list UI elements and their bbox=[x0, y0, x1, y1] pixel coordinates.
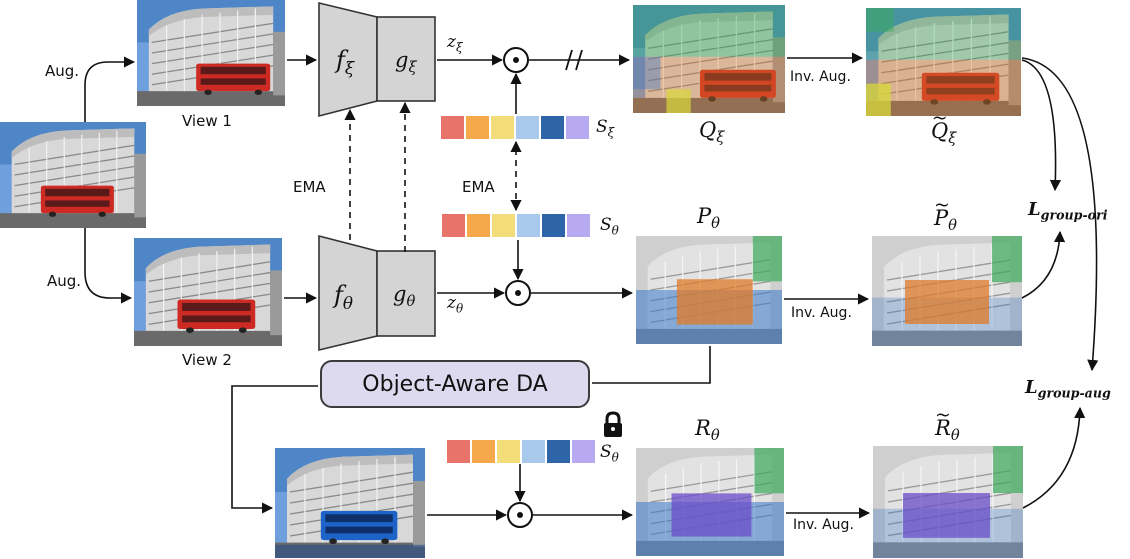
r-theta-tilde-label: Rθ bbox=[935, 404, 960, 444]
prototype-cell bbox=[567, 214, 590, 237]
aug-bottom-label: Aug. bbox=[47, 272, 82, 290]
s-theta-locked-label: Sθ bbox=[600, 442, 619, 465]
prototype-cell bbox=[547, 440, 570, 463]
view2-label: View 2 bbox=[182, 351, 232, 369]
inv-aug-label-3: Inv. Aug. bbox=[793, 517, 854, 533]
inv-aug-label-1: Inv. Aug. bbox=[790, 69, 851, 85]
r-theta-label: Rθ bbox=[695, 416, 720, 445]
p-theta-tilde-label: Pθ bbox=[934, 194, 957, 234]
prototype-cell bbox=[517, 214, 540, 237]
prototype-cell bbox=[522, 440, 545, 463]
p-tilde-to-loss-ori-arrow bbox=[1021, 230, 1066, 299]
original-image bbox=[0, 122, 146, 228]
prototype-cell bbox=[442, 214, 465, 237]
aug-top-arrow bbox=[84, 56, 136, 122]
f-theta-label: fθ bbox=[334, 281, 353, 313]
q-xi-to-loss-aug-arrow bbox=[1021, 57, 1099, 372]
view1-label: View 1 bbox=[182, 112, 232, 130]
prototype-cell bbox=[497, 440, 520, 463]
ema-left-label: EMA bbox=[293, 178, 326, 196]
dot-product-icon bbox=[505, 280, 531, 306]
prototype-cell bbox=[542, 214, 565, 237]
prototype-cell bbox=[467, 214, 490, 237]
inv-aug-label-2: Inv. Aug. bbox=[791, 305, 852, 321]
g-theta-label: gθ bbox=[393, 282, 416, 311]
prototype-cell bbox=[572, 440, 595, 463]
g-xi-projector bbox=[376, 16, 436, 102]
lock-icon bbox=[604, 411, 622, 437]
g-theta-projector bbox=[376, 250, 436, 337]
aug-bottom-arrow bbox=[84, 228, 133, 304]
prototype-cell bbox=[516, 116, 539, 139]
q-xi-tilde-label: Qξ bbox=[931, 107, 956, 147]
q-xi-image bbox=[633, 5, 785, 113]
prototype-bar-s-xi bbox=[441, 116, 589, 139]
p-theta-label: Pθ bbox=[697, 204, 720, 233]
p-theta-image bbox=[636, 236, 782, 344]
prototype-cell bbox=[472, 440, 495, 463]
stop-gradient-icon bbox=[565, 49, 583, 71]
view1-image bbox=[137, 0, 285, 106]
r-theta-tilde-image bbox=[873, 446, 1023, 558]
loss-group-ori-label: Lgroup-ori bbox=[1028, 199, 1108, 223]
prototype-cell bbox=[492, 214, 515, 237]
oada-to-aug-image-arrow bbox=[231, 385, 318, 514]
prototype-cell bbox=[541, 116, 564, 139]
prototype-cell bbox=[566, 116, 589, 139]
dot-product-icon bbox=[503, 47, 529, 73]
z-xi-label: zξ bbox=[447, 32, 463, 55]
prototype-bar-s-theta bbox=[442, 214, 590, 237]
s-theta-label: Sθ bbox=[600, 215, 619, 238]
loss-group-aug-label: Lgroup-aug bbox=[1025, 377, 1111, 401]
dot-product-icon bbox=[507, 502, 533, 528]
prototype-cell bbox=[466, 116, 489, 139]
q-xi-label: Qξ bbox=[699, 118, 725, 147]
ema-mid-label: EMA bbox=[462, 178, 495, 196]
r-theta-image bbox=[636, 448, 784, 556]
object-aware-da-box: Object-Aware DA bbox=[320, 360, 590, 408]
aug-top-label: Aug. bbox=[45, 62, 80, 80]
r-tilde-to-loss-aug-arrow bbox=[1022, 406, 1086, 509]
q-tilde-to-loss-ori-arrow bbox=[1021, 59, 1062, 192]
prototype-cell bbox=[491, 116, 514, 139]
q-xi-tilde-image bbox=[866, 8, 1021, 116]
augmented-image bbox=[275, 448, 425, 558]
prototype-cell bbox=[447, 440, 470, 463]
p-to-oada-line bbox=[592, 346, 711, 384]
prototype-cell bbox=[441, 116, 464, 139]
view2-image bbox=[134, 238, 282, 346]
f-xi-label: fξ bbox=[336, 46, 355, 78]
z-theta-label: zθ bbox=[447, 293, 464, 316]
s-xi-label: Sξ bbox=[596, 117, 615, 140]
prototype-bar-s-theta-locked bbox=[447, 440, 595, 463]
g-xi-label: gξ bbox=[395, 48, 417, 77]
p-theta-tilde-image bbox=[872, 236, 1022, 346]
